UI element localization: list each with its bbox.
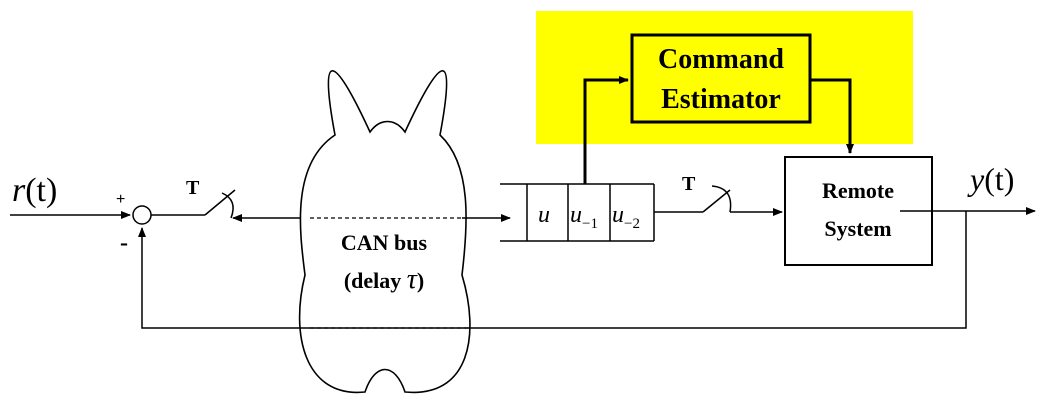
minus-sign: - xyxy=(120,230,128,256)
buffer-cell-u: u xyxy=(538,202,550,228)
can-delay-label: (delay τ) xyxy=(344,264,424,295)
right-sampler-arc xyxy=(711,185,732,213)
command-estimator-block xyxy=(630,33,812,124)
output-signal-label: y(t) xyxy=(967,161,1014,197)
buffer-to-estimator-line xyxy=(583,76,629,184)
remote-system-label-line2: System xyxy=(824,216,891,241)
estimator-to-remote-line xyxy=(810,78,854,154)
left-sampler-switch xyxy=(204,189,236,216)
command-buffer xyxy=(500,183,655,242)
estimator-label-line1: Command xyxy=(658,44,784,75)
can-bus-label: CAN bus xyxy=(341,230,428,255)
svg-text:r(t): r(t) xyxy=(12,172,57,209)
can-bus-cloud xyxy=(298,70,471,394)
buffer-cell-u-2: u−2 xyxy=(612,202,640,232)
reference-signal-label: r(t) xyxy=(12,172,57,209)
plus-sign: + xyxy=(116,191,125,208)
right-sampler-switch xyxy=(702,189,731,213)
right-sampler-label: T xyxy=(682,173,696,195)
remote-system-label-line1: Remote xyxy=(822,178,894,203)
svg-text:y(t): y(t) xyxy=(967,161,1014,197)
left-sampler-arc xyxy=(221,192,234,219)
estimator-label-line2: Estimator xyxy=(661,84,781,115)
left-sampler-label: T xyxy=(186,177,200,199)
feedback-line xyxy=(138,211,967,329)
summing-junction xyxy=(132,205,152,225)
buffer-cell-u-1: u−1 xyxy=(570,202,598,232)
